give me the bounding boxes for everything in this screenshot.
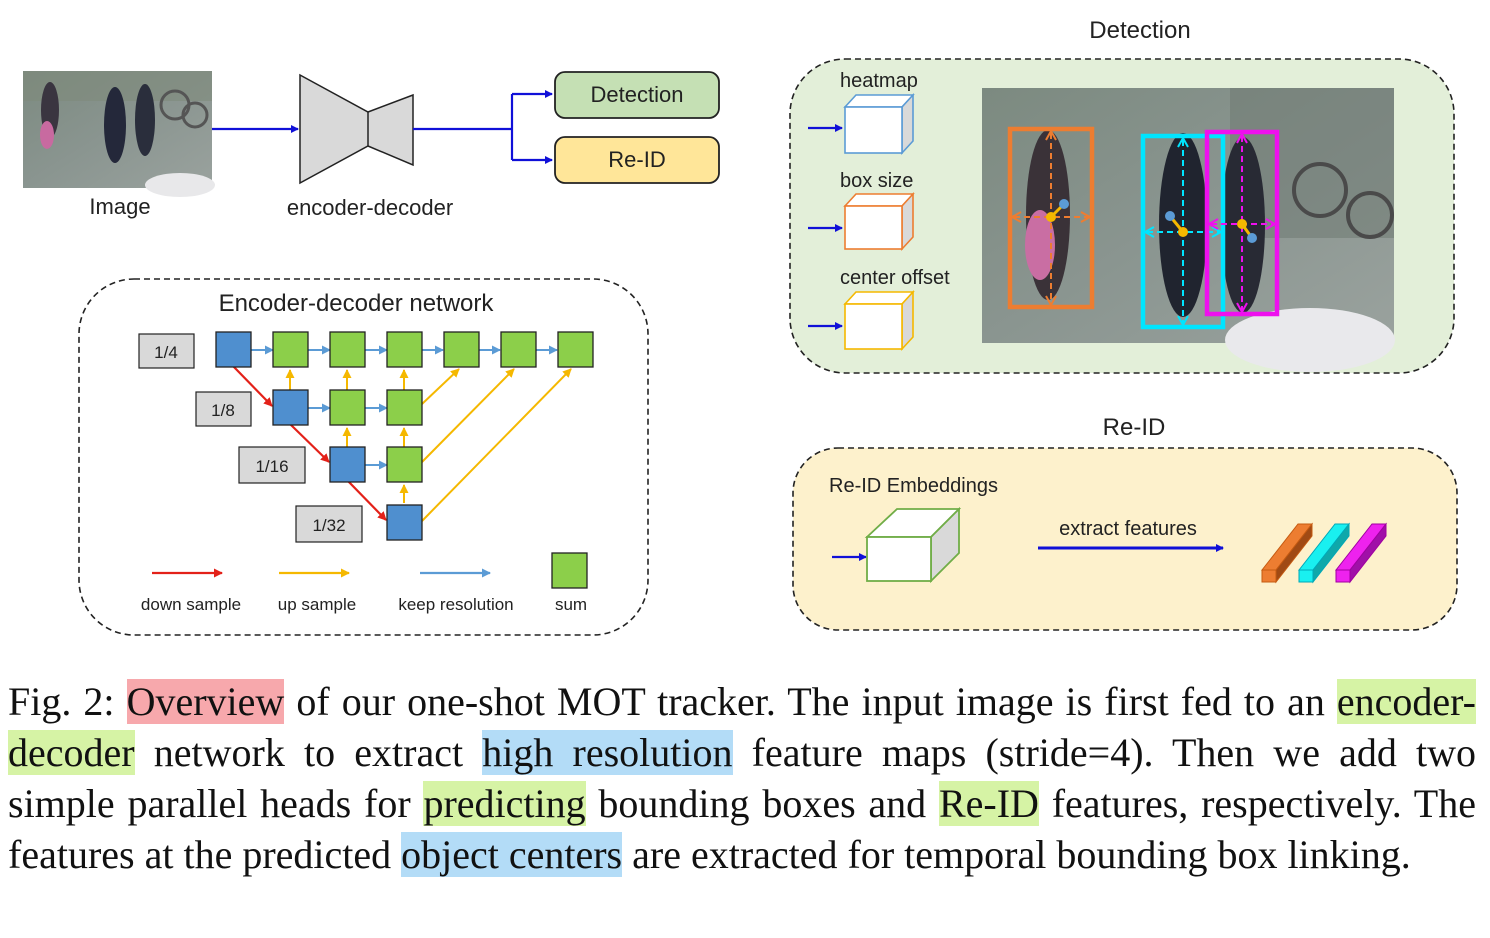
reid-panel [792, 447, 1458, 631]
feature-blocks [215, 331, 594, 541]
block-blue [215, 331, 252, 368]
caption-text-6: are extracted for temporal bounding box … [622, 832, 1411, 877]
reid-embeddings-label: Re-ID Embeddings [829, 475, 998, 497]
box-size-label: box size [840, 170, 913, 192]
legend-up-label: up sample [278, 595, 356, 614]
encoder-network-title: Encoder-decoder network [219, 290, 495, 317]
highlight-reid: Re-ID [938, 781, 1039, 826]
detection-panel-title: Detection [1089, 17, 1190, 44]
block-green [500, 331, 537, 368]
feature-vector-cyan [1297, 522, 1351, 584]
feature-vector-magenta [1334, 522, 1388, 584]
scale-box-1-16 [238, 446, 306, 484]
image-label: Image [89, 194, 150, 219]
scale-box-1-32 [295, 505, 363, 543]
detection-head-label: Detection [591, 82, 684, 107]
extract-features-label: extract features [1059, 518, 1197, 540]
block-blue [329, 446, 366, 483]
reid-head-label: Re-ID [608, 147, 665, 172]
legend-sum-block [551, 552, 588, 589]
caption-text-5: features, respectively. The features at … [8, 781, 1476, 877]
heatmap-label: heatmap [840, 70, 918, 92]
block-green [557, 331, 594, 368]
figure: Image encoder-decoder Detection Re-ID En… [23, 17, 1458, 636]
detection-head-box [554, 71, 720, 119]
down-sample-arrows [232, 365, 387, 521]
scale-label-1-8: 1/8 [211, 401, 235, 420]
caption-prefix: Fig. 2: [8, 679, 127, 724]
block-green [386, 389, 423, 426]
figure-caption: Fig. 2: Overview of our one-shot MOT tra… [8, 676, 1476, 880]
highlight-predicting: predicting [423, 781, 586, 826]
heatmap-cube [843, 92, 915, 156]
block-green [386, 331, 423, 368]
box-size-cube [843, 191, 915, 252]
block-green [386, 446, 423, 483]
legend-sum-label: sum [555, 595, 587, 614]
highlight-overview: Overview [126, 679, 285, 724]
scale-label-1-4: 1/4 [154, 343, 178, 362]
keep-resolution-arrows [251, 345, 558, 470]
scale-label-1-16: 1/16 [255, 457, 288, 476]
scale-box-1-8 [195, 391, 252, 427]
reid-embedding-cube [864, 506, 962, 584]
scale-label-1-32: 1/32 [312, 516, 345, 535]
reid-head-box [554, 136, 720, 184]
up-sample-arrows [285, 368, 572, 522]
caption-text-4: bounding boxes and [585, 781, 939, 826]
block-green [443, 331, 480, 368]
encoder-decoder-label: encoder-decoder [287, 195, 453, 220]
scale-box-1-4 [138, 333, 195, 369]
caption-text-2: network to extract [134, 730, 483, 775]
block-blue [272, 389, 309, 426]
highlight-object-centers: object centers [401, 832, 623, 877]
encoder-decoder-shape [299, 73, 414, 185]
caption-text-3: feature maps (stride=4). Then we add two… [8, 730, 1477, 826]
highlight-high-resolution: high resolution [482, 730, 733, 775]
center-offset-cube [843, 289, 915, 352]
center-offset-label: center offset [840, 267, 950, 289]
block-green [329, 389, 366, 426]
legend-down-label: down sample [141, 595, 241, 614]
legend-keep-label: keep resolution [398, 595, 513, 614]
block-green [272, 331, 309, 368]
input-image-thumbnail [23, 71, 215, 197]
block-green [329, 331, 366, 368]
caption-text-1: of our one-shot MOT tracker. The input i… [284, 679, 1337, 724]
feature-vector-orange [1260, 522, 1314, 584]
reid-panel-title: Re-ID [1103, 414, 1166, 441]
block-blue [386, 504, 423, 541]
